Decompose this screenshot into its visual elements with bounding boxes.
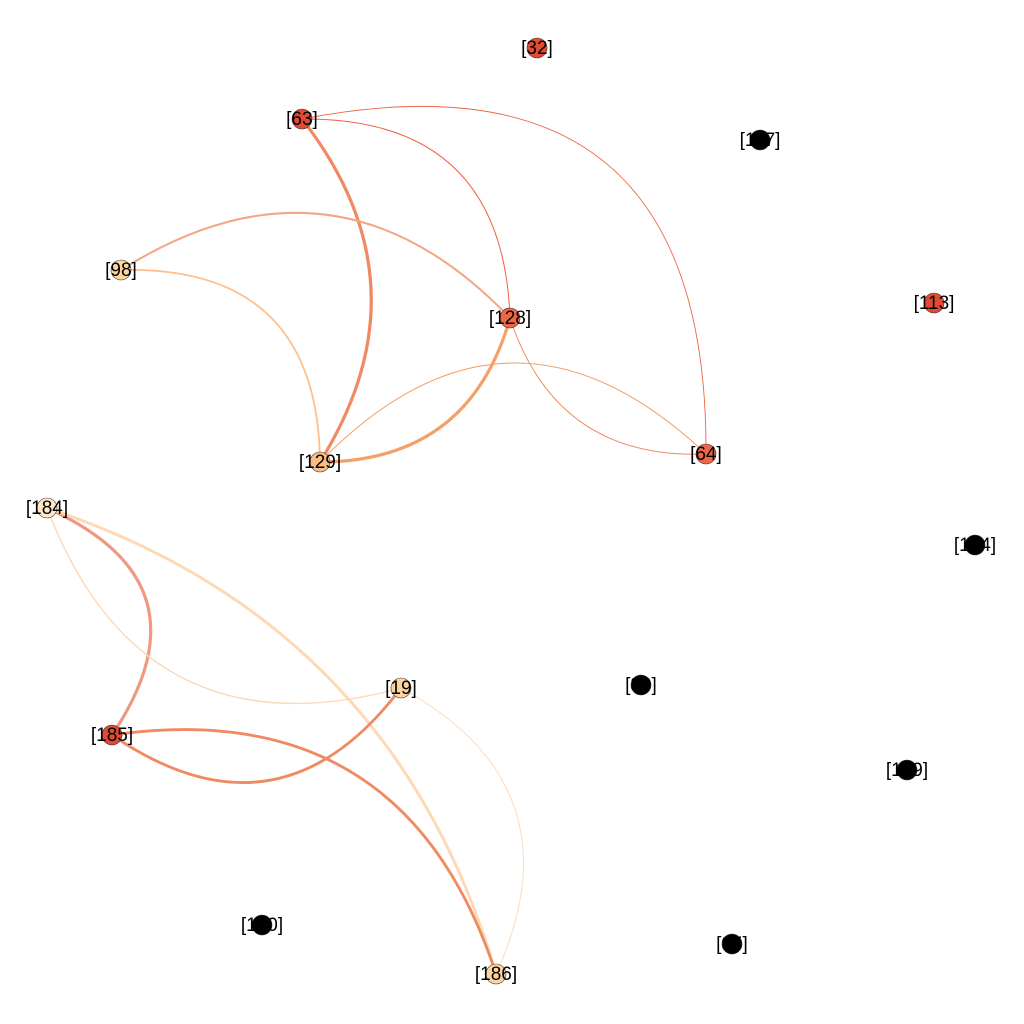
node-label-95: [95] bbox=[716, 934, 748, 955]
node-179[interactable] bbox=[896, 759, 918, 781]
edge-129-64 bbox=[319, 362, 707, 463]
node-label-32: [32] bbox=[521, 38, 553, 59]
edges-layer bbox=[46, 106, 707, 975]
node-label-113: [113] bbox=[914, 293, 955, 314]
edge-184-186 bbox=[46, 506, 498, 975]
edge-128-129 bbox=[319, 317, 512, 464]
node-98[interactable] bbox=[110, 259, 132, 281]
node-label-184: [184] bbox=[26, 498, 68, 519]
node-113[interactable] bbox=[923, 292, 945, 314]
edge-63-128 bbox=[301, 118, 511, 319]
node-184[interactable] bbox=[36, 497, 58, 519]
node-label-186: [186] bbox=[475, 964, 517, 985]
node-label-117: [117] bbox=[740, 130, 781, 151]
node-label-179: [179] bbox=[886, 760, 928, 781]
node-186[interactable] bbox=[485, 963, 507, 985]
node-63[interactable] bbox=[291, 108, 313, 130]
edge-63-129 bbox=[300, 118, 373, 463]
edge-98-128 bbox=[120, 211, 511, 319]
edge-184-185 bbox=[46, 506, 153, 736]
node-19[interactable] bbox=[390, 677, 412, 699]
node-185[interactable] bbox=[101, 724, 123, 746]
edge-63-64 bbox=[301, 106, 707, 455]
node-64[interactable] bbox=[695, 443, 717, 465]
node-label-98: [98] bbox=[105, 260, 137, 281]
node-89[interactable] bbox=[630, 674, 652, 696]
node-32[interactable] bbox=[526, 37, 548, 59]
node-label-89: [89] bbox=[625, 675, 657, 696]
node-label-100: [100] bbox=[241, 915, 283, 936]
node-128[interactable] bbox=[499, 307, 521, 329]
node-label-19: [19] bbox=[385, 678, 417, 699]
node-label-128: [128] bbox=[489, 308, 531, 329]
edge-128-64 bbox=[509, 317, 707, 455]
node-117[interactable] bbox=[749, 129, 771, 151]
node-164[interactable] bbox=[964, 534, 986, 556]
labels-layer: [32] [63] [117] [98] [113] [128] [64] [129] [184… bbox=[26, 38, 996, 985]
node-label-164: [164] bbox=[954, 535, 996, 556]
edge-19-186 bbox=[400, 687, 524, 975]
edge-185-186 bbox=[111, 728, 498, 975]
node-label-129: [129] bbox=[299, 452, 341, 473]
edge-98-129 bbox=[120, 269, 321, 463]
node-100[interactable] bbox=[251, 914, 273, 936]
node-label-185: [185] bbox=[91, 725, 133, 746]
nodes-layer bbox=[36, 37, 986, 985]
node-95[interactable] bbox=[721, 933, 743, 955]
node-label-64: [64] bbox=[690, 444, 722, 465]
node-label-63: [63] bbox=[286, 109, 318, 130]
node-129[interactable] bbox=[309, 451, 331, 473]
edge-185-19 bbox=[111, 687, 403, 784]
edge-184-19 bbox=[46, 507, 402, 705]
